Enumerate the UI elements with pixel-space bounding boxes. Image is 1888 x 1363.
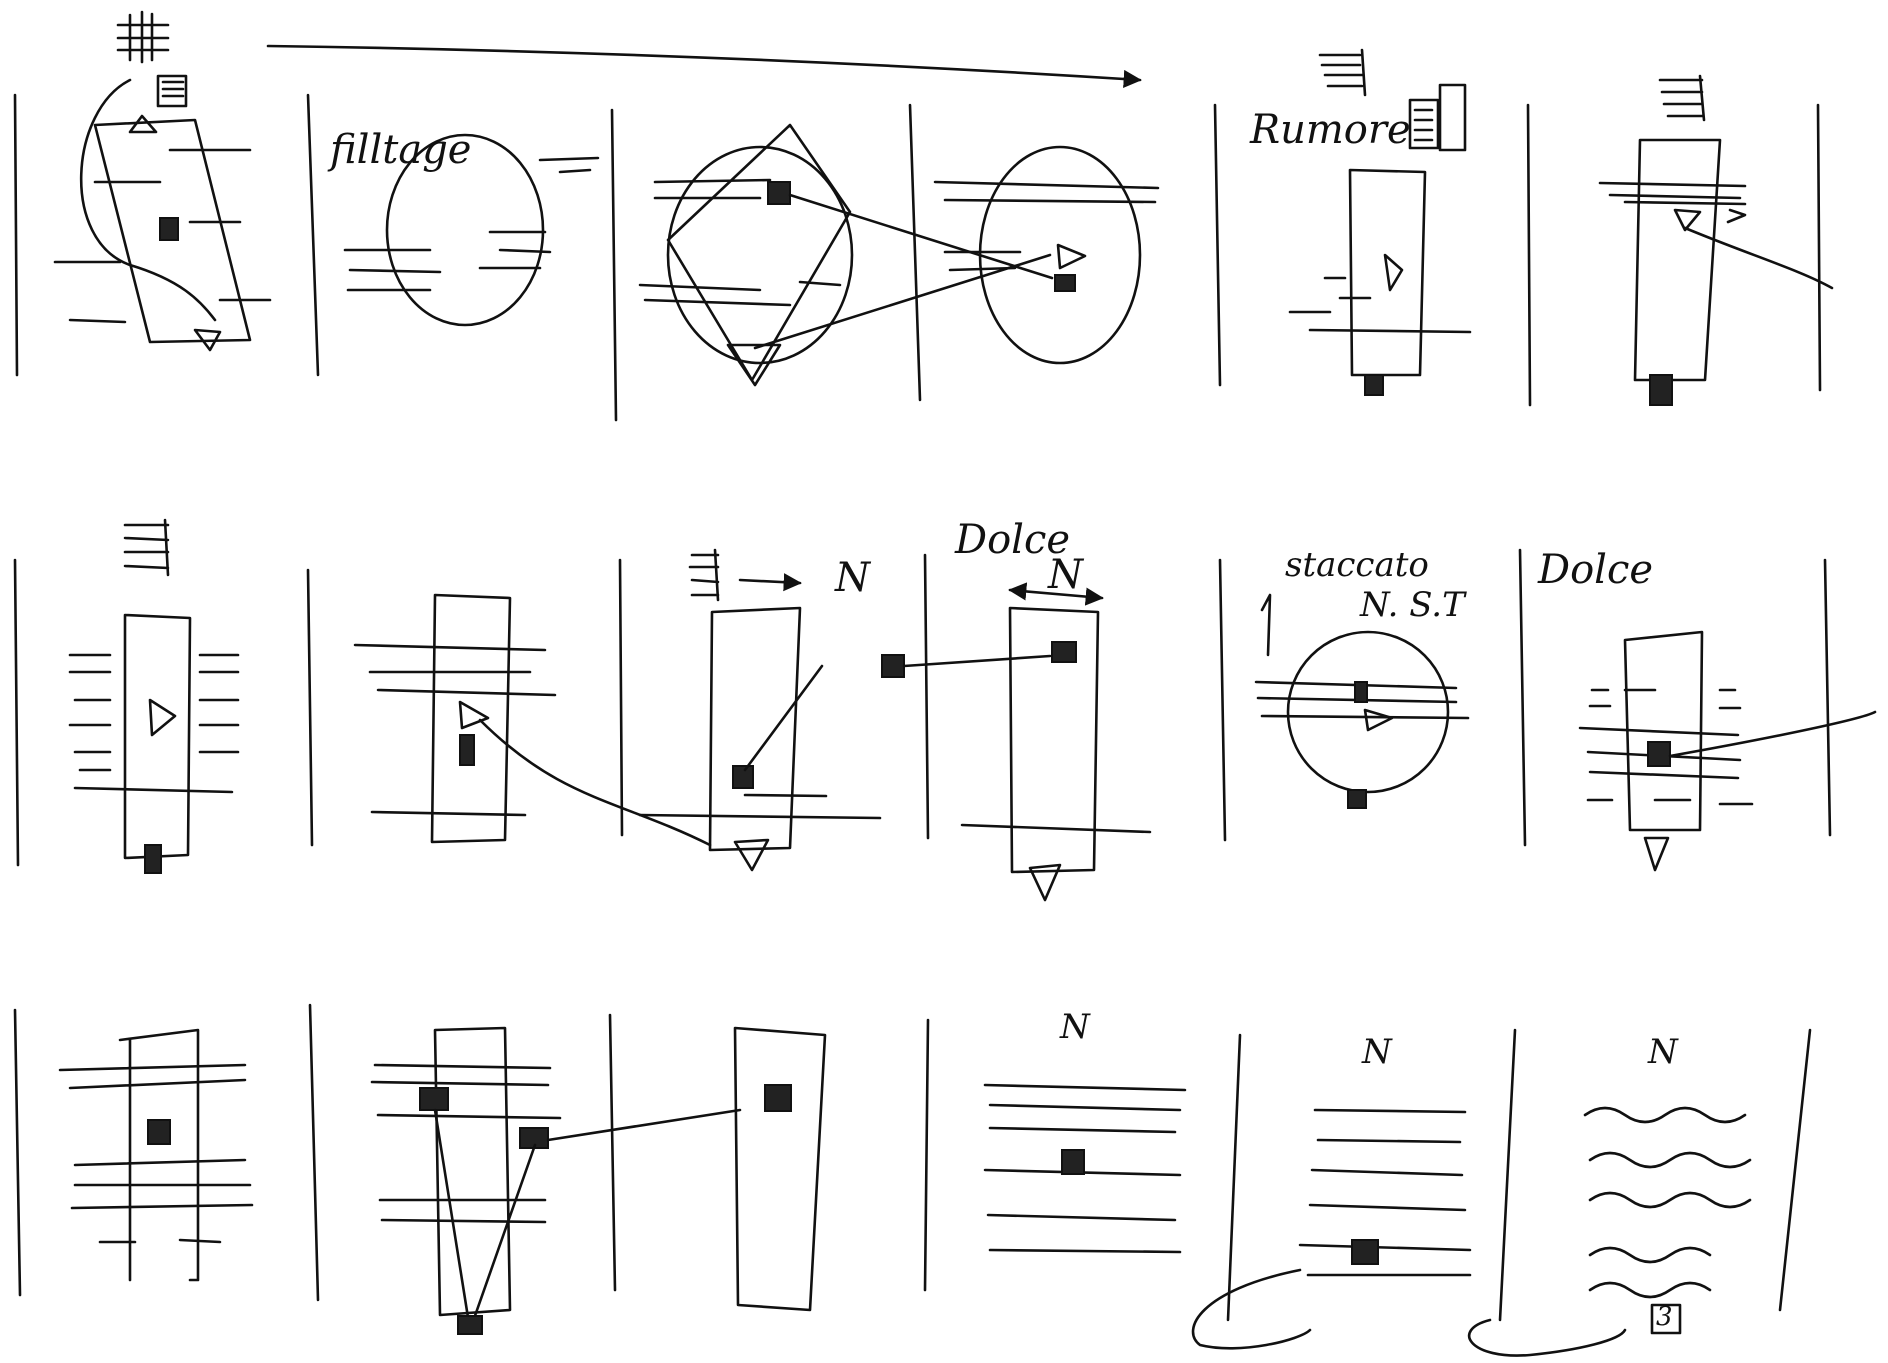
panel-r1-3 (640, 125, 1052, 385)
label-nst: N. S.T (1360, 588, 1465, 622)
divider (612, 110, 616, 420)
label-n-row3-c: N (1648, 1035, 1678, 1069)
label-staccato: staccato (1285, 548, 1429, 582)
divider (310, 1005, 318, 1300)
label-dolce-2: Dolce (1538, 550, 1653, 590)
label-n-row3-a: N (1060, 1010, 1090, 1044)
panel-r3-2 (372, 1028, 740, 1334)
divider (308, 570, 312, 845)
panel-r2-5 (1256, 595, 1468, 808)
label-n-row3-b: N (1362, 1035, 1392, 1069)
divider (620, 560, 622, 835)
divider (1500, 1030, 1515, 1320)
label-box-digit: 3 (1656, 1304, 1673, 1330)
divider (15, 95, 17, 375)
label-n-arrow: N (835, 558, 870, 598)
panel-r1-6 (1600, 76, 1832, 405)
divider (1215, 105, 1220, 385)
panel-r2-2 (355, 595, 710, 845)
divider (1818, 105, 1820, 390)
divider (610, 1015, 615, 1290)
panel-r1-1 (55, 12, 270, 350)
divider (1780, 1030, 1810, 1310)
panel-r3-6 (1469, 1108, 1750, 1356)
panel-r3-1 (60, 1030, 252, 1280)
panel-r2-4 (882, 590, 1150, 900)
divider (1520, 550, 1525, 845)
divider (15, 1010, 20, 1295)
panel-r2-1 (70, 520, 238, 873)
divider (1220, 560, 1225, 840)
divider (1825, 560, 1830, 835)
divider (925, 1020, 928, 1290)
timeline-arrow (268, 46, 1140, 80)
panel-r3-4 (985, 1085, 1185, 1252)
label-n-double: N (1048, 555, 1083, 595)
row-3 (15, 1005, 1810, 1356)
label-fillage: filltage (330, 130, 471, 170)
row-1 (15, 12, 1832, 420)
divider (925, 555, 928, 838)
panel-r3-3 (735, 1028, 825, 1310)
divider (308, 95, 318, 375)
divider (1228, 1035, 1240, 1320)
divider (15, 560, 18, 865)
label-rumore: Rumore (1250, 110, 1411, 150)
panel-r1-5 (1290, 50, 1470, 395)
divider (910, 105, 920, 400)
divider (1528, 105, 1530, 405)
